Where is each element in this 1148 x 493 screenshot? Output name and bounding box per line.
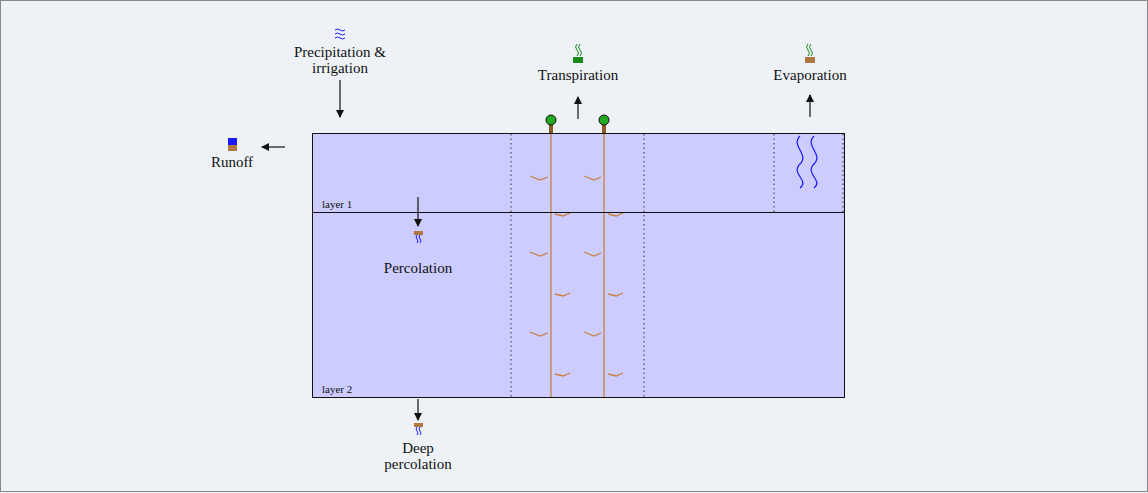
flow-label: Deep percolation: [378, 440, 458, 472]
flow-label: Evaporation: [745, 67, 875, 83]
column-lines: [511, 134, 843, 397]
transpiration-icon: [573, 44, 583, 63]
flow-label: Precipitation & irrigation: [280, 44, 400, 76]
layer-label: layer 1: [322, 198, 352, 210]
flow-arrows: [262, 80, 810, 420]
percolation-icon: [414, 231, 423, 243]
soil-layer: layer 1: [312, 133, 845, 213]
soil-fill: [312, 133, 845, 398]
flow-label: Percolation: [363, 260, 473, 276]
soil-layer: layer 2: [312, 212, 845, 398]
runoff-icon: [228, 138, 237, 151]
rain-icon: [335, 29, 345, 39]
deep-percolation-icon: [414, 423, 423, 435]
evaporation-icon: [805, 44, 815, 63]
plant-roots: [530, 124, 623, 397]
flow-label: Runoff: [192, 154, 272, 170]
flow-label: Transpiration: [513, 67, 643, 83]
evaporation-waves: [797, 136, 817, 188]
layer-label: layer 2: [322, 383, 352, 395]
